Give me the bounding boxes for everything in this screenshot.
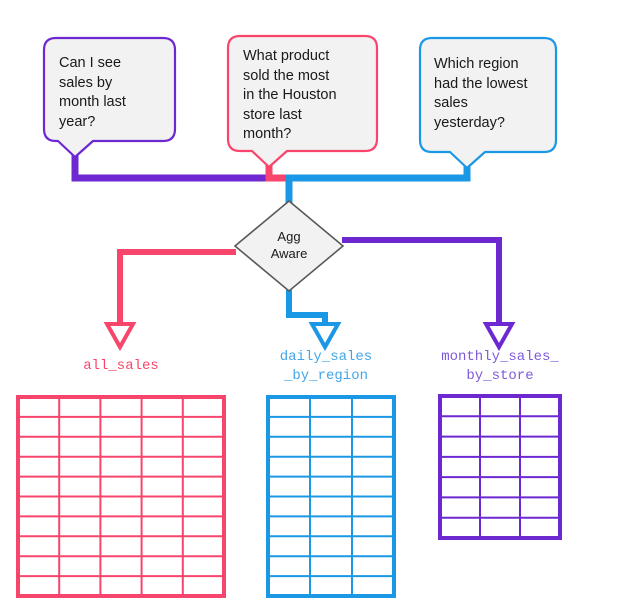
connector-pink-to-all-sales [103, 249, 236, 352]
connector-purple-question [71, 155, 270, 182]
connector-blue-question [285, 155, 471, 205]
connector-purple-to-monthly-sales [342, 237, 516, 352]
agg-aware-diamond[interactable] [233, 199, 345, 293]
daily-sales-by-region-table-grid[interactable] [266, 395, 396, 598]
all-sales-table-grid[interactable] [16, 395, 226, 598]
speech-bubble-question-3[interactable] [418, 36, 558, 170]
connector-blue-to-daily-sales [286, 290, 342, 352]
monthly-sales-by-store-table-grid[interactable] [438, 394, 562, 540]
speech-bubble-question-1[interactable] [42, 36, 177, 159]
speech-bubble-question-2[interactable] [226, 34, 379, 169]
